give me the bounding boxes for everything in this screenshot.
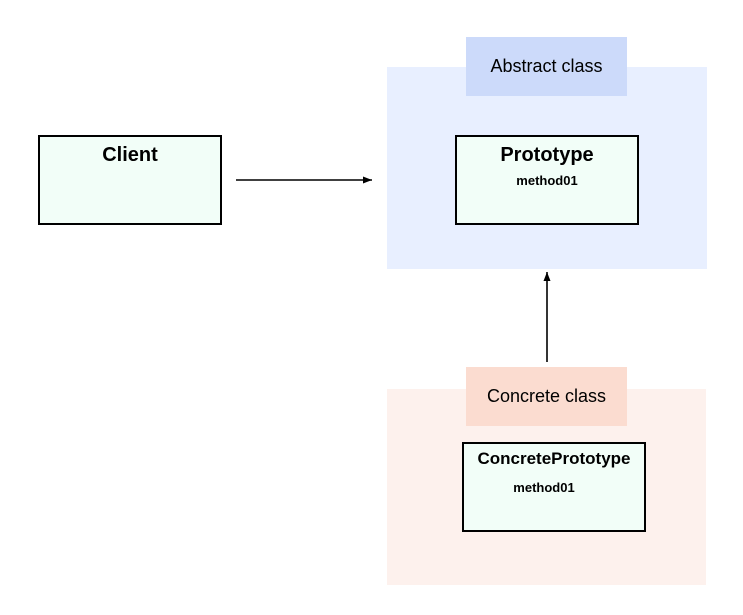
concrete-class-label-text: Concrete class (486, 386, 607, 406)
concrete-prototype-box: ConcretePrototype method01 (462, 442, 646, 532)
concrete-prototype-method: method01 (513, 480, 575, 495)
abstract-class-label-text: Abstract class (490, 56, 603, 76)
concrete-class-label: Concrete class (466, 367, 627, 426)
concrete-prototype-title: ConcretePrototype (477, 449, 631, 468)
client-box: Client (38, 135, 222, 225)
prototype-box: Prototype method01 (455, 135, 639, 225)
prototype-method: method01 (516, 173, 578, 188)
prototype-title: Prototype (500, 144, 594, 166)
client-title: Client (102, 144, 158, 166)
abstract-class-label: Abstract class (466, 37, 627, 96)
